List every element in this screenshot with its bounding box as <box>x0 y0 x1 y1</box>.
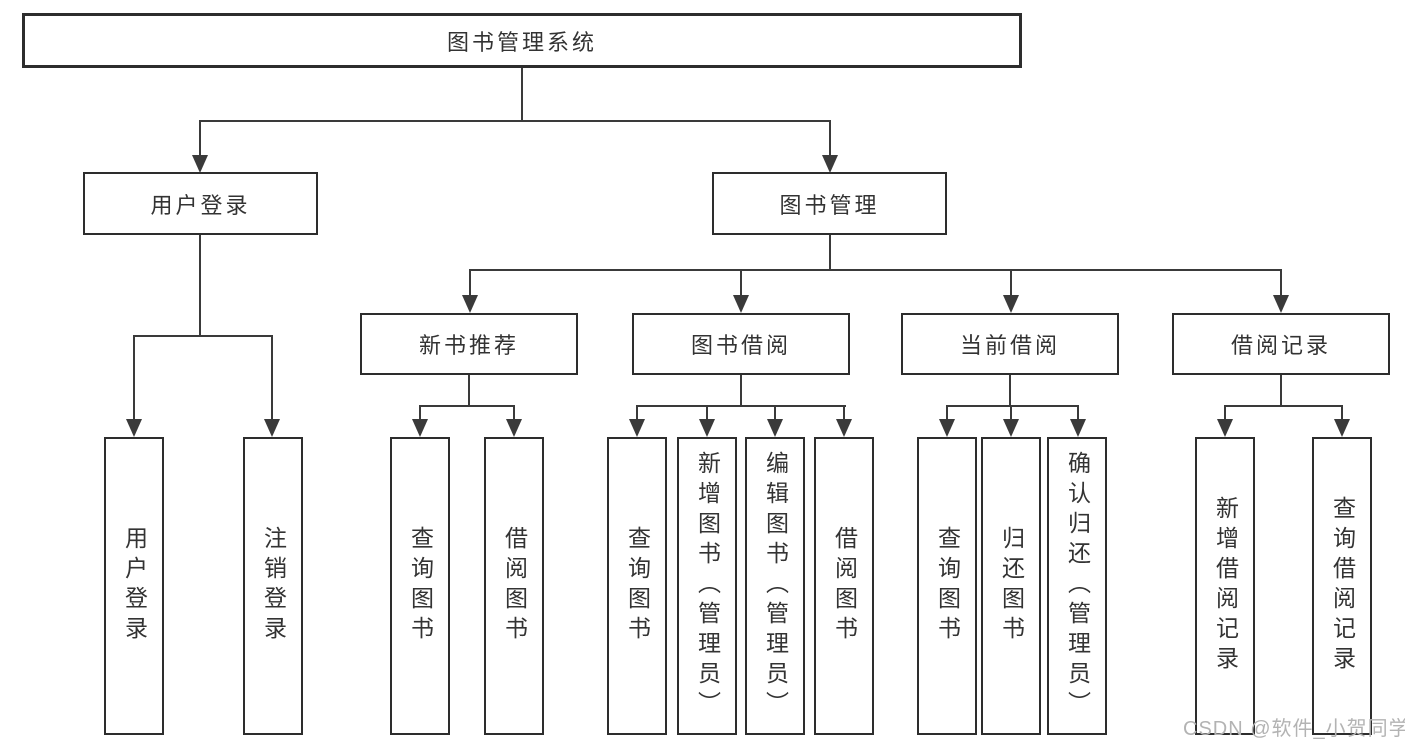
arrow-down-icon <box>1070 419 1086 437</box>
node-user-login: 用户登录 <box>83 172 318 235</box>
connector-line <box>1010 405 1012 421</box>
node-new-book-recommend: 新书推荐 <box>360 313 578 375</box>
arrow-down-icon <box>462 295 478 313</box>
connector-line <box>843 405 845 421</box>
leaf-edit-book-admin: 编辑图书（管理员） <box>745 437 805 735</box>
leaf-user-login: 用户登录 <box>104 437 164 735</box>
arrow-down-icon <box>192 155 208 173</box>
arrow-down-icon <box>264 419 280 437</box>
connector-line <box>1009 375 1011 407</box>
connector-line <box>740 269 742 296</box>
connector-line <box>1224 405 1343 407</box>
node-book-management: 图书管理 <box>712 172 947 235</box>
arrow-down-icon <box>699 419 715 437</box>
connector-line <box>946 405 1079 407</box>
leaf-confirm-return-admin: 确认归还（管理员） <box>1047 437 1107 735</box>
arrow-down-icon <box>767 419 783 437</box>
arrow-down-icon <box>1003 419 1019 437</box>
connector-line <box>419 405 421 421</box>
arrow-down-icon <box>1273 295 1289 313</box>
arrow-down-icon <box>412 419 428 437</box>
arrow-down-icon <box>126 419 142 437</box>
node-borrow-records: 借阅记录 <box>1172 313 1390 375</box>
arrow-down-icon <box>836 419 852 437</box>
connector-line <box>521 68 523 120</box>
leaf-query-borrow-record: 查询借阅记录 <box>1312 437 1372 735</box>
connector-line <box>199 120 831 122</box>
leaf-logout: 注销登录 <box>243 437 303 735</box>
leaf-return-book: 归还图书 <box>981 437 1041 735</box>
connector-line <box>636 405 638 421</box>
connector-line <box>774 405 776 421</box>
connector-line <box>946 405 948 421</box>
csdn-watermark: CSDN @软件_小贺同学 <box>1183 718 1405 740</box>
connector-line <box>513 405 515 421</box>
leaf-add-borrow-record: 新增借阅记录 <box>1195 437 1255 735</box>
connector-line <box>199 120 201 158</box>
connector-line <box>271 335 273 421</box>
arrow-down-icon <box>1003 295 1019 313</box>
leaf-query-books-current: 查询图书 <box>917 437 977 735</box>
leaf-query-books-recommend: 查询图书 <box>390 437 450 735</box>
connector-line <box>829 235 831 271</box>
connector-line <box>829 120 831 158</box>
arrow-down-icon <box>733 295 749 313</box>
connector-line <box>1280 375 1282 407</box>
connector-line <box>469 269 1282 271</box>
node-book-borrow: 图书借阅 <box>632 313 850 375</box>
leaf-borrow-books-recommend: 借阅图书 <box>484 437 544 735</box>
arrow-down-icon <box>822 155 838 173</box>
connector-line <box>133 335 273 337</box>
node-current-borrow: 当前借阅 <box>901 313 1119 375</box>
arrow-down-icon <box>939 419 955 437</box>
connector-line <box>419 405 515 407</box>
connector-line <box>740 375 742 407</box>
leaf-borrow-books: 借阅图书 <box>814 437 874 735</box>
connector-line <box>199 235 201 337</box>
connector-line <box>1280 269 1282 296</box>
arrow-down-icon <box>1334 419 1350 437</box>
connector-line <box>468 375 470 407</box>
arrow-down-icon <box>506 419 522 437</box>
connector-line <box>1077 405 1079 421</box>
leaf-query-books-borrow: 查询图书 <box>607 437 667 735</box>
node-library-management-system: 图书管理系统 <box>22 13 1022 68</box>
connector-line <box>636 405 846 407</box>
leaf-add-book-admin: 新增图书（管理员） <box>677 437 737 735</box>
arrow-down-icon <box>629 419 645 437</box>
connector-line <box>1341 405 1343 421</box>
arrow-down-icon <box>1217 419 1233 437</box>
connector-line <box>1224 405 1226 421</box>
connector-line <box>1010 269 1012 296</box>
connector-line <box>706 405 708 421</box>
connector-line <box>133 335 135 421</box>
connector-line <box>469 269 471 296</box>
